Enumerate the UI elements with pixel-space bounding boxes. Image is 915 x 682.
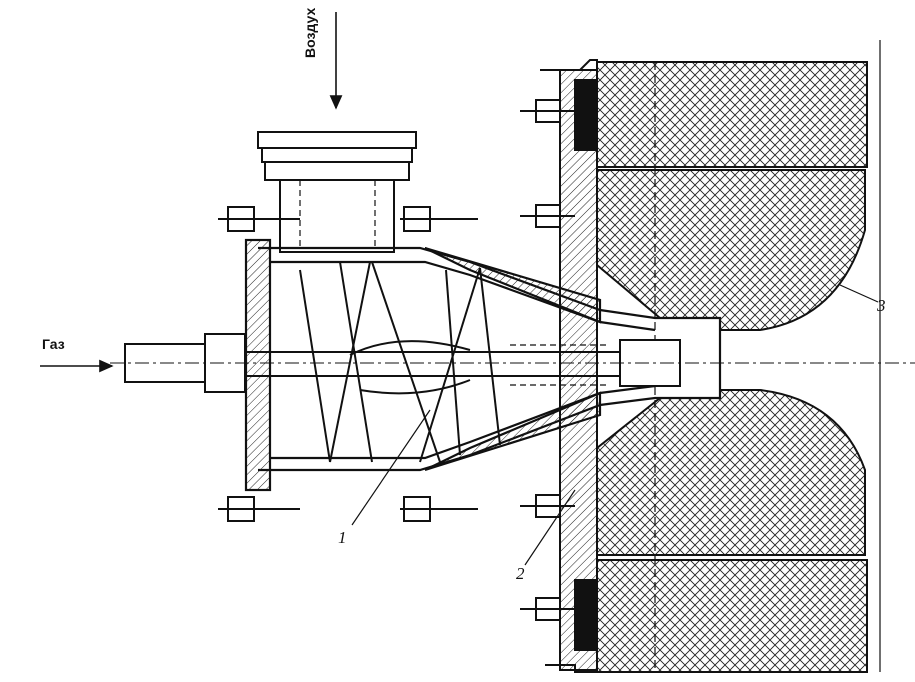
- air-inlet: [257, 131, 417, 253]
- callout-3: 3: [877, 296, 886, 315]
- bolts-right: [520, 99, 575, 621]
- refractory-block: [596, 40, 881, 673]
- leader-1: [351, 409, 431, 526]
- leader-2: [524, 489, 576, 566]
- casing: [540, 59, 598, 673]
- air-label: Воздух: [302, 7, 318, 58]
- gas-pipe: [110, 333, 915, 393]
- leader-3: [839, 284, 879, 303]
- callout-1: 1: [338, 528, 347, 547]
- callout-2: 2: [516, 564, 525, 583]
- mixer-body: [244, 238, 722, 492]
- bolts-left: [218, 206, 478, 522]
- gas-label: Газ: [42, 336, 65, 352]
- swirler: [299, 261, 501, 463]
